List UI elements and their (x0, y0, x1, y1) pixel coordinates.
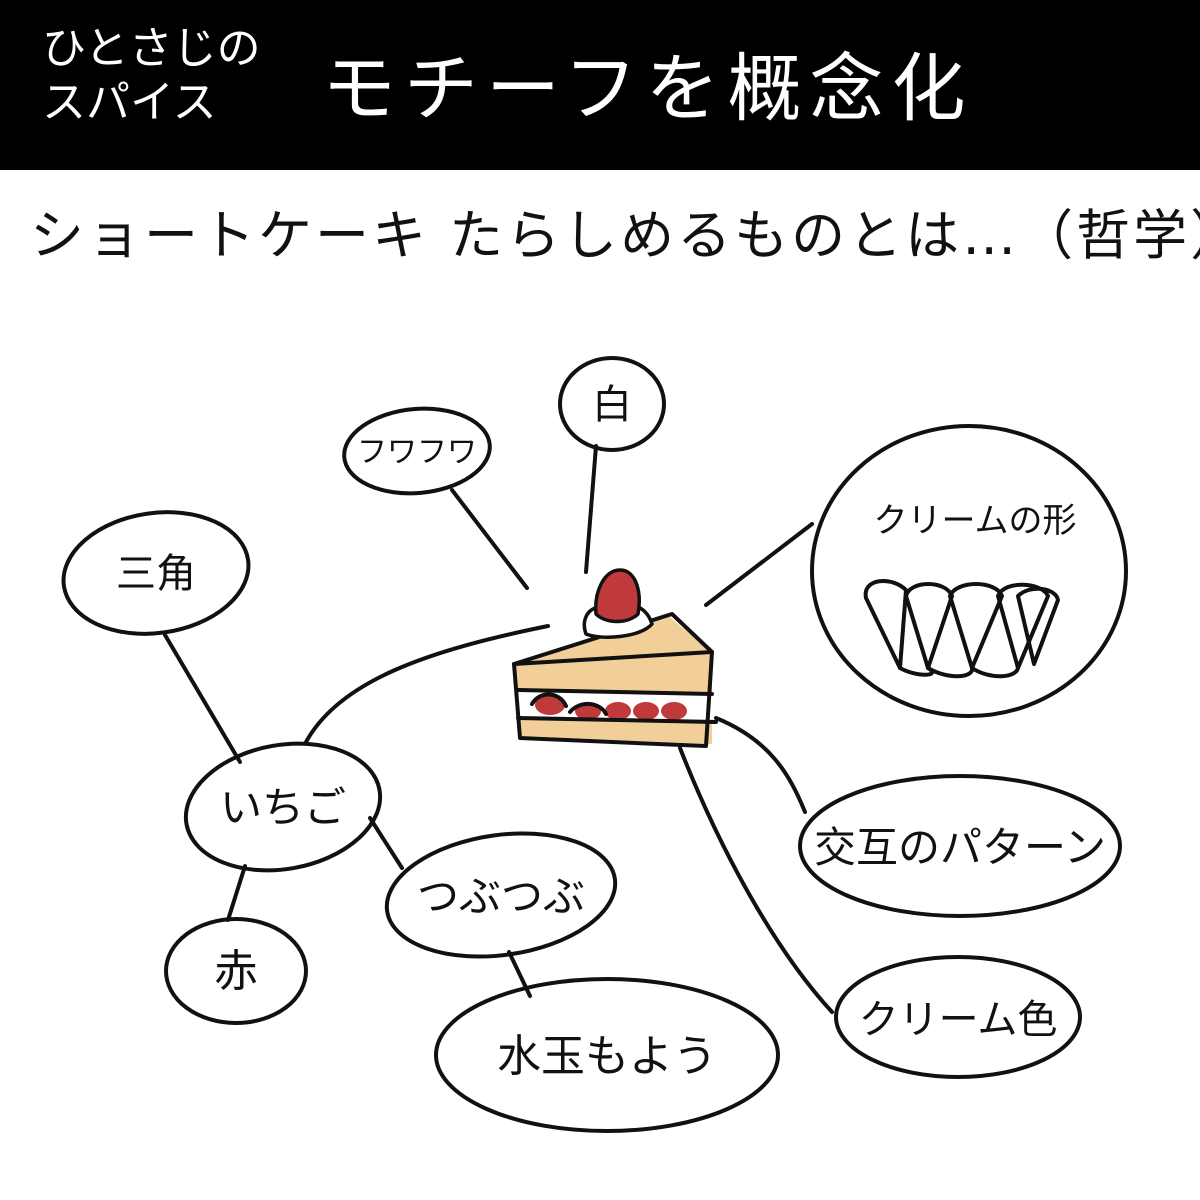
node-label-polka-dot: 水玉もよう (497, 1031, 717, 1082)
node-bubble-triangle (61, 510, 251, 636)
node-bubble-fuwafuwa (342, 406, 492, 496)
node-label-tsubutsubu: つぶつぶ (417, 872, 585, 921)
node-label-white: 白 (592, 382, 632, 428)
series-label: ひとさじの スパイス (42, 23, 261, 128)
connector-cake-alternating (714, 716, 807, 814)
node-bubble-cream-color (834, 955, 1082, 1079)
top-strawberry (594, 568, 641, 624)
node-label-red: 赤 (214, 946, 258, 997)
node-bubble-strawberry (183, 741, 383, 873)
connector-strawberry-tsubutsubu (368, 816, 404, 870)
connector-cream-shape (704, 522, 814, 607)
node-bubble-red (164, 917, 308, 1025)
node-label-triangle: 三角 (116, 551, 196, 597)
node-label-cream-shape: クリームの形 (874, 501, 1077, 541)
connector-strawberry-red (226, 864, 247, 922)
node-label-cream-color: クリーム色 (859, 997, 1058, 1043)
shortcake-illustration (512, 568, 718, 748)
question-heading: ショートケーキ たらしめるものとは…（哲学） (30, 204, 1200, 267)
connector-white (584, 444, 598, 574)
header-title: モチーフを概念化 (322, 46, 974, 132)
node-label-alternating: 交互のパターン (814, 823, 1106, 872)
cream-piping-sketch (863, 578, 1060, 679)
node-bubble-tsubutsubu (384, 831, 618, 959)
connector-fuwafuwa (450, 488, 529, 590)
node-bubble-white (558, 356, 666, 452)
node-label-fuwafuwa: フワフワ (357, 435, 477, 470)
strawberry-slices (535, 695, 687, 720)
header-bar: ひとさじの スパイス モチーフを概念化 (0, 0, 1200, 170)
connector-triangle-strawberry (163, 633, 242, 764)
connector-cake-cream-color (678, 746, 834, 1014)
node-bubble-polka-dot (434, 977, 780, 1133)
node-bubble-alternating (798, 774, 1122, 918)
node-bubble-cream-shape (810, 424, 1128, 718)
node-label-strawberry: いちご (220, 783, 346, 832)
connector-cake-strawberry (304, 624, 550, 744)
